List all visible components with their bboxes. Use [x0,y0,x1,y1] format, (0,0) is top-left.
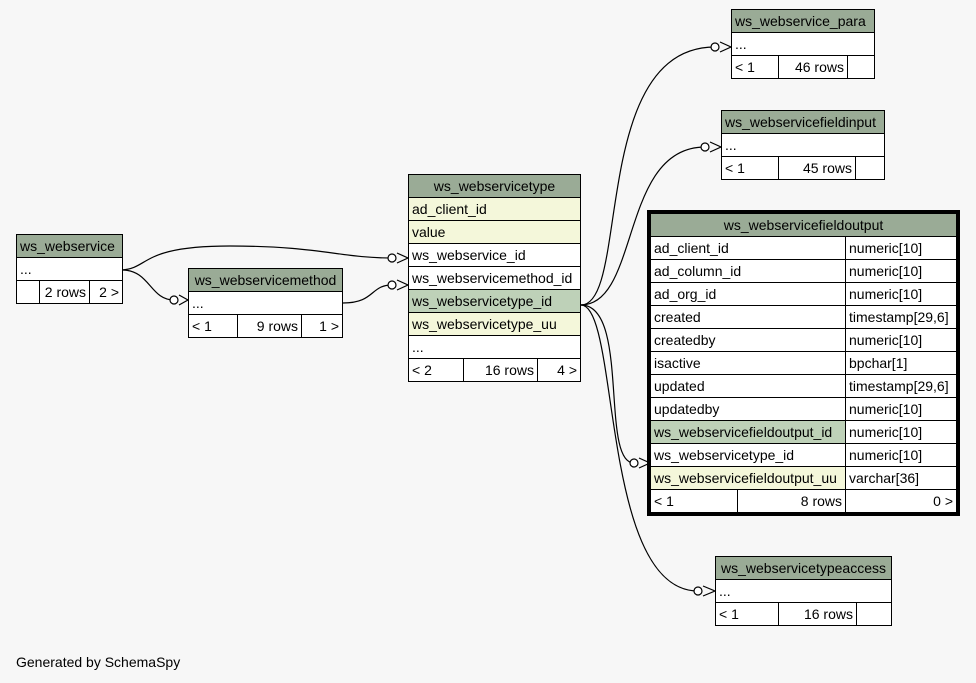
table-ellipsis: ... [721,133,885,157]
table-ellipsis: ... [731,32,875,56]
children-count [856,602,892,626]
column-ws-webservicetype-id[interactable]: ws_webservicetype_id [650,443,846,467]
column-ws-webservicefieldoutput-uu[interactable]: ws_webservicefieldoutput_uu [650,466,846,490]
table-ellipsis: ... [408,335,581,359]
rows-count: 8 rows [737,489,846,513]
link-type-to-fieldoutput [580,304,635,464]
table-title[interactable]: ws_webservice [16,234,123,258]
column-type: numeric[10] [845,282,957,306]
parents-count[interactable]: < 1 [188,314,238,338]
rows-count: 16 rows [778,602,857,626]
column-createdby[interactable]: createdby [650,328,846,352]
rows-count: 2 rows [39,280,90,304]
table-title[interactable]: ws_webservicetype [408,174,581,198]
column-created[interactable]: created [650,305,846,329]
rows-count: 45 rows [778,156,856,180]
children-count: 0 > [845,489,957,513]
table-ws-webservice-para[interactable]: ws_webservice_para ... < 1 46 rows [731,9,875,79]
column-type: bpchar[1] [845,351,957,375]
column-ad-client-id[interactable]: ad_client_id [650,236,846,260]
table-ws-webservicetype[interactable]: ws_webservicetype ad_client_id value ws_… [408,174,581,382]
column-ws-webservice-id[interactable]: ws_webservice_id [408,243,581,267]
table-ws-webservicefieldinput[interactable]: ws_webservicefieldinput ... < 1 45 rows [721,110,885,180]
children-count[interactable]: 1 > [301,314,343,338]
column-updated[interactable]: updated [650,374,846,398]
link-end-circle [629,458,639,468]
column-ws-webservicetype-uu[interactable]: ws_webservicetype_uu [408,312,581,336]
link-end-circle [387,280,397,290]
parents-count[interactable]: < 1 [721,156,779,180]
link-end-circle [169,295,179,305]
table-ws-webservicetypeaccess[interactable]: ws_webservicetypeaccess ... < 1 16 rows [715,556,892,626]
link-method-to-type [342,284,393,304]
link-end-circle [710,42,720,52]
column-type: numeric[10] [845,236,957,260]
parents-count[interactable]: < 1 [731,55,779,79]
link-end-circle [387,253,397,263]
column-value[interactable]: value [408,220,581,244]
link-type-to-para [580,46,716,306]
parents-count [16,280,40,304]
rows-count: 9 rows [237,314,302,338]
children-count[interactable]: 2 > [89,280,123,304]
column-type: numeric[10] [845,397,957,421]
column-isactive[interactable]: isactive [650,351,846,375]
column-type: timestamp[29,6] [845,305,957,329]
parents-count[interactable]: < 1 [650,489,738,513]
table-title[interactable]: ws_webservicemethod [188,268,343,292]
table-ellipsis: ... [715,579,892,603]
children-count[interactable]: 4 > [537,358,581,382]
children-count [847,55,875,79]
rows-count: 16 rows [463,358,538,382]
link-webservice-to-method [121,269,175,301]
column-type: numeric[10] [845,443,957,467]
column-ad-column-id[interactable]: ad_column_id [650,259,846,283]
column-type: numeric[10] [845,328,957,352]
column-ws-webservicefieldoutput-id[interactable]: ws_webservicefieldoutput_id [650,420,846,444]
column-ws-webservicemethod-id[interactable]: ws_webservicemethod_id [408,266,581,290]
table-ws-webservice[interactable]: ws_webservice ... 2 rows 2 > [16,234,123,304]
column-ad-client-id[interactable]: ad_client_id [408,197,581,221]
generated-by-footer: Generated by SchemaSpy [16,654,181,670]
column-ad-org-id[interactable]: ad_org_id [650,282,846,306]
column-type: numeric[10] [845,420,957,444]
table-title[interactable]: ws_webservicefieldinput [721,110,885,134]
column-type: timestamp[29,6] [845,374,957,398]
link-end-circle [693,586,703,596]
link-webservice-to-type [121,245,393,271]
table-ellipsis: ... [16,257,123,281]
link-type-to-typeaccess [580,304,699,592]
column-updatedby[interactable]: updatedby [650,397,846,421]
table-title[interactable]: ws_webservicetypeaccess [715,556,892,580]
column-type: numeric[10] [845,259,957,283]
table-ws-webservicemethod[interactable]: ws_webservicemethod ... < 1 9 rows 1 > [188,268,343,338]
column-type: varchar[36] [845,466,957,490]
link-type-to-fieldinput [580,146,706,306]
rows-count: 46 rows [778,55,848,79]
children-count [855,156,885,180]
parents-count[interactable]: < 1 [715,602,779,626]
table-title[interactable]: ws_webservice_para [731,9,875,33]
table-ellipsis: ... [188,291,343,315]
link-end-circle [700,142,710,152]
parents-count[interactable]: < 2 [408,358,464,382]
table-title[interactable]: ws_webservicefieldoutput [650,213,957,237]
column-ws-webservicetype-id[interactable]: ws_webservicetype_id [408,289,581,313]
